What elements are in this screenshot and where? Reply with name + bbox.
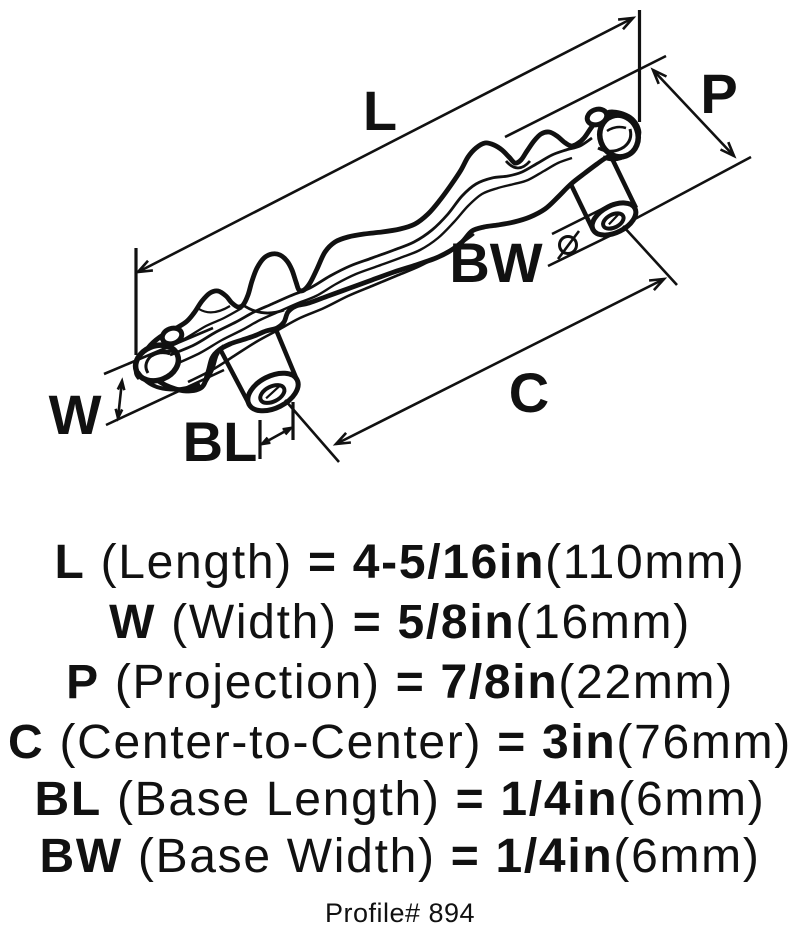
svg-text:BW (Base Width) = 1/4in(6mm): BW (Base Width) = 1/4in(6mm): [39, 830, 760, 883]
svg-text:BW: BW: [449, 231, 542, 294]
svg-text:L (Length) = 4-5/16in(110mm): L (Length) = 4-5/16in(110mm): [55, 536, 746, 589]
svg-text:Profile# 894: Profile# 894: [325, 898, 475, 928]
svg-text:BL: BL: [183, 410, 258, 473]
svg-text:W: W: [49, 383, 102, 446]
svg-text:W (Width) = 5/8in(16mm): W (Width) = 5/8in(16mm): [109, 596, 691, 649]
svg-text:L: L: [363, 79, 397, 142]
svg-text:C (Center-to-Center) = 3in(76m: C (Center-to-Center) = 3in(76mm): [8, 716, 792, 769]
svg-text:BL (Base Length) = 1/4in(6mm): BL (Base Length) = 1/4in(6mm): [35, 773, 766, 826]
svg-text:P (Projection) = 7/8in(22mm): P (Projection) = 7/8in(22mm): [66, 656, 734, 709]
svg-text:C: C: [509, 361, 549, 424]
svg-text:P: P: [700, 62, 737, 125]
